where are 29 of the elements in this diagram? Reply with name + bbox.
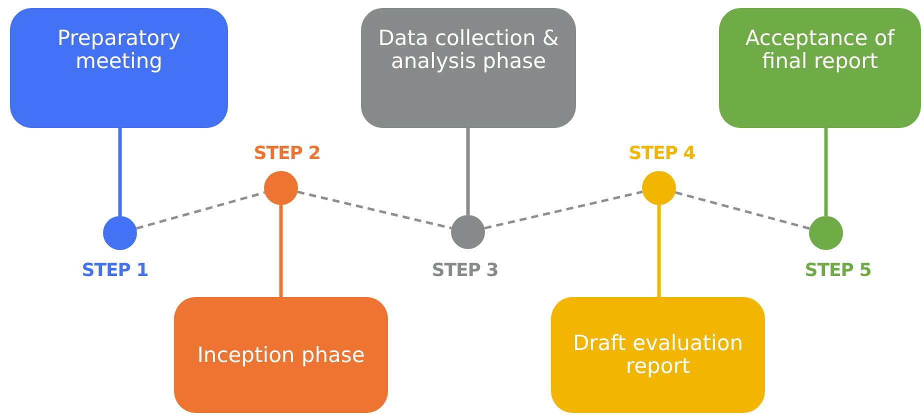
dashed-connector [136, 191, 265, 230]
step-dot [809, 216, 843, 250]
connector-line [824, 128, 828, 216]
step-dot [451, 215, 485, 249]
dashed-connector [675, 191, 810, 230]
phase-box [719, 8, 921, 128]
dashed-connector [297, 190, 452, 230]
phase-box [361, 8, 576, 128]
step-label: STEP 1 [82, 260, 148, 280]
phase-box [551, 297, 765, 413]
connector-line [657, 205, 661, 297]
connector-line [118, 128, 122, 216]
phase-text: Data collection & analysis phase [377, 27, 560, 73]
phase-box [10, 8, 228, 128]
phase-text: Acceptance of final report [744, 27, 896, 73]
step-label: STEP 2 [254, 142, 320, 164]
step-label: STEP 4 [628, 142, 696, 164]
phase-text: Draft evaluation report [572, 332, 744, 378]
connector-line [279, 205, 283, 297]
phase-text: Preparatory meeting [56, 27, 182, 73]
phase-box [174, 297, 388, 413]
step-dot [642, 171, 676, 205]
step-label: STEP 5 [804, 260, 872, 280]
dashed-connector [484, 190, 643, 230]
connector-line [466, 128, 470, 215]
phase-text: Inception phase [196, 344, 366, 366]
step-dot [103, 216, 137, 250]
step-label: STEP 3 [432, 260, 498, 280]
step-dot [264, 171, 298, 205]
